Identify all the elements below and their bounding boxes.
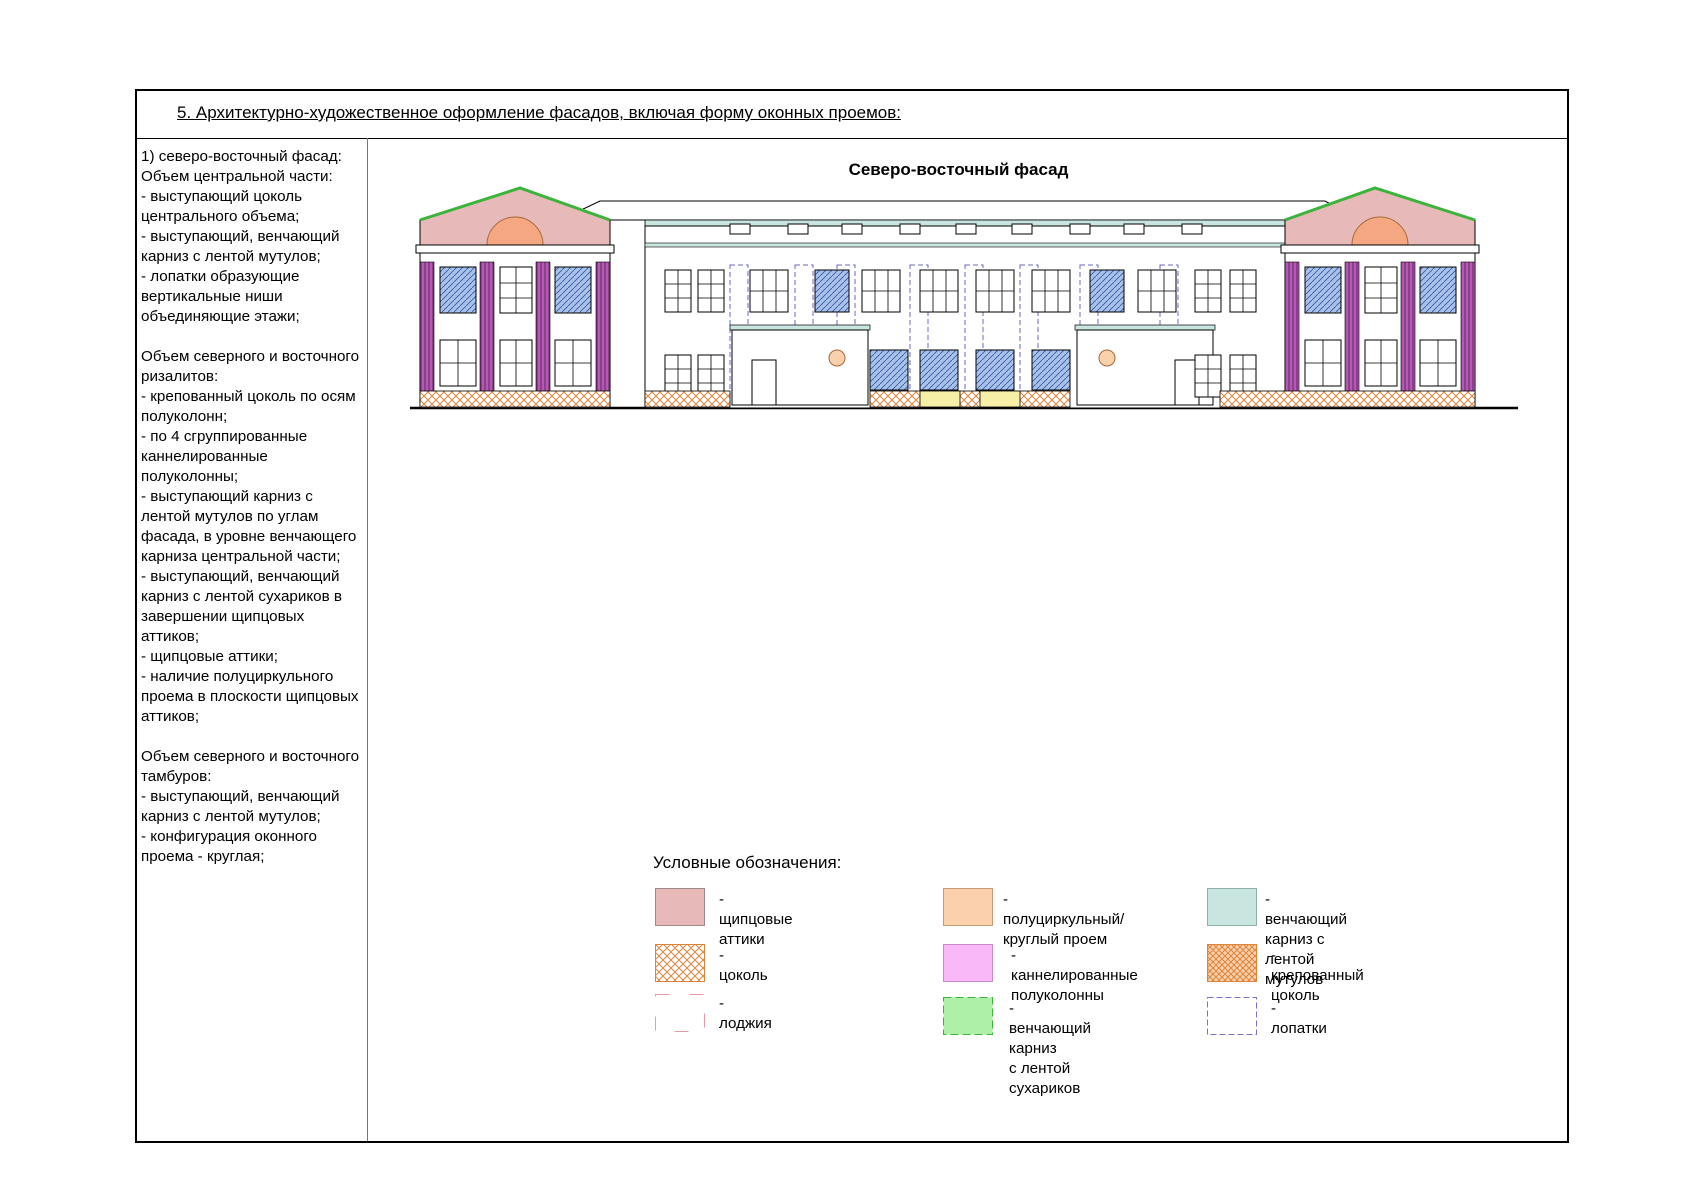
left-lunette — [486, 216, 544, 246]
gable-swatch — [655, 888, 705, 926]
legend-label: - полуциркульный/ круглый проем — [1003, 891, 1125, 948]
right-vestibule — [1074, 324, 1216, 406]
left-vestibule — [729, 324, 871, 406]
fluted-swatch — [943, 944, 993, 982]
facade-description: 1) северо-восточный фасад: Объем централ… — [141, 148, 360, 865]
section-header: 5. Архитектурно-художественное оформлени… — [137, 91, 1567, 139]
legend-label: - венчающий карниз с лентой сухариков — [1009, 1000, 1091, 1097]
rusticated-swatch — [1207, 944, 1257, 982]
facade-drawing — [410, 186, 1518, 410]
legend-label: - цоколь — [719, 947, 768, 984]
legend-label: - лоджия — [719, 995, 772, 1032]
right-lunette — [1351, 216, 1409, 246]
legend-title: Условные обозначения: — [653, 853, 842, 872]
legend-label: - венчающий карниз с лентой мутулов — [1265, 891, 1347, 988]
left-risalit — [415, 186, 615, 409]
section-title: 5. Архитектурно-художественное оформлени… — [177, 103, 901, 122]
right-risalit — [1219, 186, 1480, 409]
pilaster-swatch — [1207, 997, 1257, 1035]
column-divider — [367, 138, 368, 1141]
drawing-title: Северо-восточный фасад — [848, 160, 1069, 179]
dentil-swatch — [943, 997, 993, 1035]
right-rusticated-plinth — [1219, 390, 1476, 408]
legend-label: - крепованный цоколь — [1271, 947, 1364, 1004]
central-roof — [559, 200, 1361, 221]
roof-vents — [729, 223, 1203, 235]
plinth-swatch — [655, 944, 705, 982]
mutule-swatch — [1207, 888, 1257, 926]
legend-label: - каннелированные полуколонны — [1011, 947, 1138, 1004]
document-frame: 5. Архитектурно-художественное оформлени… — [135, 89, 1569, 1143]
central-plinth — [644, 390, 1071, 408]
loggia-swatch — [655, 994, 705, 1032]
left-rusticated-plinth — [419, 390, 611, 408]
legend-label: - лопатки — [1271, 1000, 1327, 1037]
legend-label: - щипцовые аттики — [719, 891, 793, 948]
semicircle-swatch — [943, 888, 993, 926]
